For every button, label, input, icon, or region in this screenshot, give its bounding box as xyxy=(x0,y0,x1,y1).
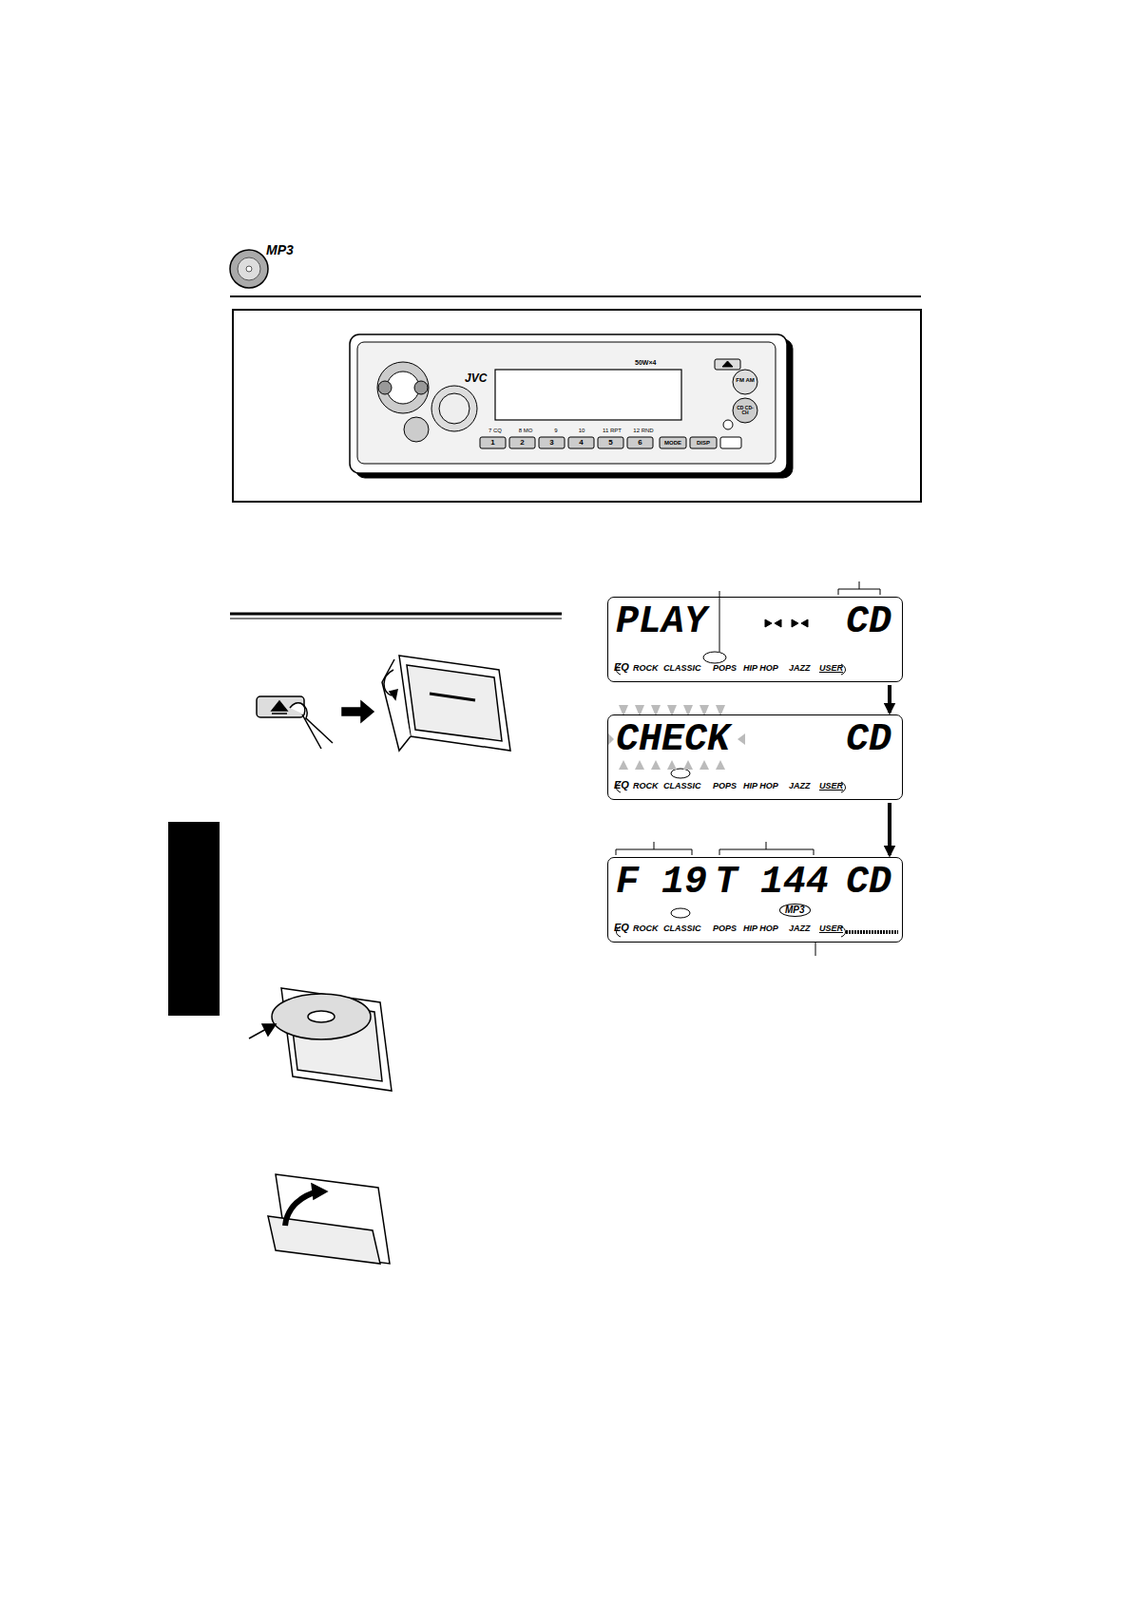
button-label: DISP xyxy=(696,440,710,446)
button-label: 4 xyxy=(578,439,583,447)
lcd-panel: F 19T 144 CD MP3EQROCK CLASSIC POPS HIP HOP JA… xyxy=(607,857,903,943)
eq-label: EQ xyxy=(613,662,630,673)
button-label: 7 CQ xyxy=(488,427,502,434)
segment-text: CHECK xyxy=(615,721,730,760)
mp3-indicator: MP3 xyxy=(779,903,811,918)
button-label: 3 xyxy=(549,439,554,447)
segment-text: CD xyxy=(845,721,892,760)
segment-text: F 19 xyxy=(615,863,708,902)
eq-label: JAZZ xyxy=(788,664,811,673)
segment-text: PLAY xyxy=(615,603,708,642)
segment-text: T 144 xyxy=(714,863,829,902)
button-label: 2 xyxy=(519,439,524,447)
eq-label: CLASSIC xyxy=(663,782,702,791)
eq-label: HIP HOP xyxy=(743,664,779,673)
button-label: CD CD-CH xyxy=(734,405,756,416)
header-icon xyxy=(230,249,269,288)
side-tab xyxy=(168,822,220,1016)
button-label: 8 MO xyxy=(518,427,534,434)
eq-label: USER xyxy=(819,782,844,791)
eq-label: HIP HOP xyxy=(743,924,779,934)
eq-label: EQ xyxy=(613,922,630,934)
eq-label: POPS xyxy=(712,664,737,673)
section-rule xyxy=(230,618,562,620)
eject-press xyxy=(256,696,374,749)
button-label: MODE xyxy=(664,440,682,446)
brand-logo: JVC xyxy=(464,372,487,384)
eq-label: POPS xyxy=(712,924,737,934)
button-label: 10 xyxy=(578,427,586,434)
door-open xyxy=(382,655,511,751)
eq-label: POPS xyxy=(712,782,737,791)
lcd-panel: CHECK CD EQROCK CLASSIC POPS HIP HOP JAZZ USER xyxy=(607,714,903,801)
segment-text: CD xyxy=(845,603,892,642)
eq-label: CLASSIC xyxy=(663,664,702,673)
eq-label: ROCK xyxy=(632,664,659,673)
eq-label: ROCK xyxy=(632,924,659,934)
eq-label: USER xyxy=(819,924,844,934)
button-label: 1 xyxy=(490,439,495,447)
button-label: 9 xyxy=(554,427,557,434)
header-badge: MP3 xyxy=(266,243,294,257)
lcd-panel: PLAY CD EQROCK CLASSIC POPS HIP HOP JAZZ USER xyxy=(607,596,903,683)
disc-insert xyxy=(249,988,392,1092)
flow-arrow xyxy=(887,803,892,856)
button-label: 6 xyxy=(637,439,642,447)
segment-text: CD xyxy=(845,863,892,902)
button-label: 5 xyxy=(608,439,613,447)
eq-label: ROCK xyxy=(632,782,659,791)
eq-label: USER xyxy=(819,664,844,673)
figure-frame xyxy=(232,309,921,502)
button-label: 12 RND xyxy=(632,427,653,434)
eq-label: CLASSIC xyxy=(663,924,702,934)
car-stereo xyxy=(349,334,793,479)
section-rule xyxy=(230,613,562,616)
button-label: FM AM xyxy=(735,377,754,384)
header-rule xyxy=(230,295,921,298)
eq-label: JAZZ xyxy=(788,782,811,791)
flow-arrow xyxy=(887,685,892,713)
lcd-details xyxy=(615,581,899,957)
eq-label: JAZZ xyxy=(788,924,811,934)
door-close xyxy=(268,1174,390,1265)
eq-label: HIP HOP xyxy=(743,782,779,791)
button-label: 11 RPT xyxy=(602,427,622,434)
power-rating: 50W×4 xyxy=(634,359,656,366)
eq-label: EQ xyxy=(613,780,630,791)
